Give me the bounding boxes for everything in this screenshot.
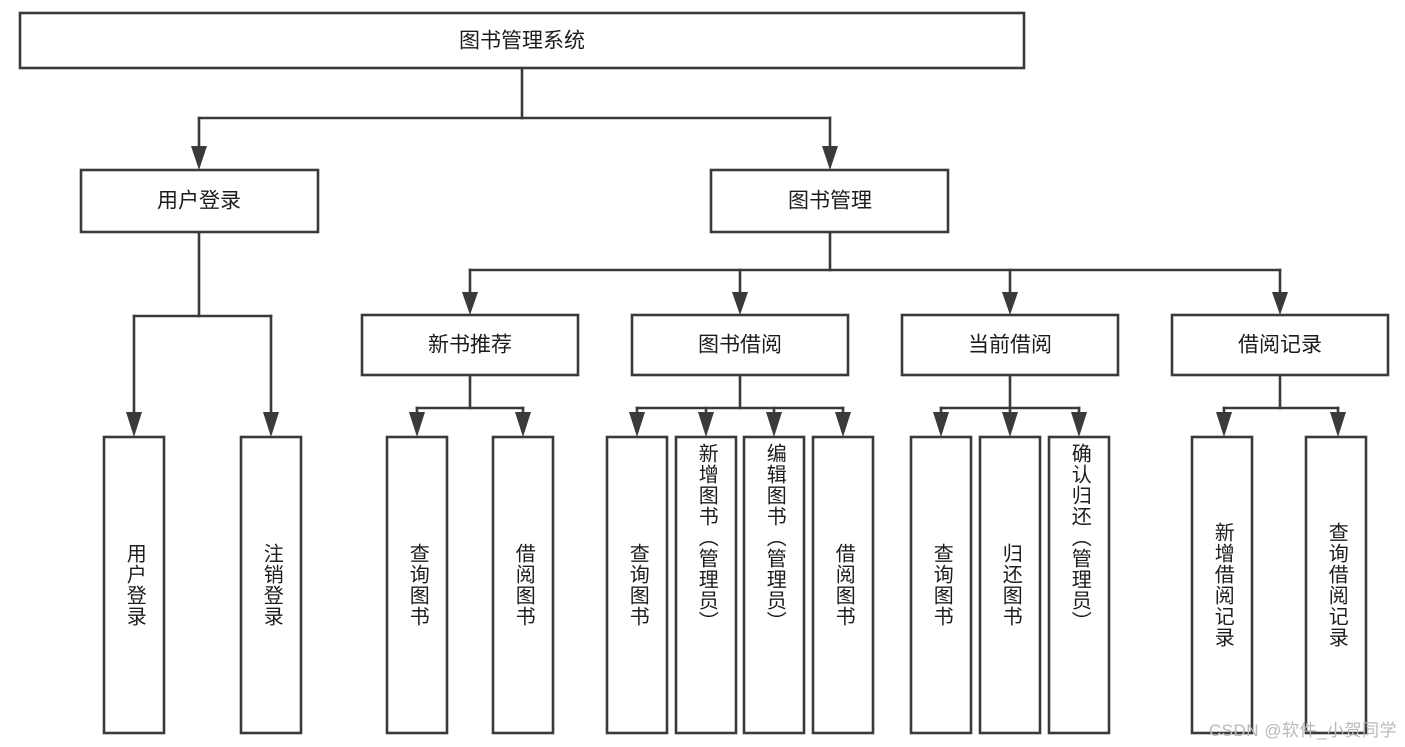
node-book-management[interactable]: 图书管理 bbox=[709, 168, 950, 234]
leaf-rect-query-book-c[interactable] bbox=[909, 435, 973, 735]
arrow-to-book-mgmt bbox=[822, 146, 838, 170]
arrow-to-new-book-rec bbox=[462, 292, 478, 315]
watermark-text: CSDN @软件_小贺同学 bbox=[1208, 721, 1397, 740]
node-root-label: 图书管理系统 bbox=[459, 30, 585, 53]
node-borrow-record-label: 借阅记录 bbox=[1238, 334, 1322, 357]
arrow-to-return-book bbox=[1002, 412, 1018, 437]
leaf-rect-query-book-b[interactable] bbox=[605, 435, 669, 735]
node-book-borrow[interactable]: 图书借阅 bbox=[630, 313, 850, 377]
leaf-rect-edit-book[interactable] bbox=[742, 435, 806, 735]
node-root-rect[interactable] bbox=[18, 11, 1026, 70]
arrow-to-edit-book bbox=[766, 412, 782, 437]
arrow-to-query-borrow-record bbox=[1330, 412, 1346, 437]
leaf-rect-query-borrow-record[interactable] bbox=[1304, 435, 1368, 735]
arrow-to-borrow-book-b bbox=[835, 412, 851, 437]
node-new-book-recommend[interactable]: 新书推荐 bbox=[360, 313, 580, 377]
node-user-login-label: 用户登录 bbox=[157, 190, 241, 213]
node-user-login[interactable]: 用户登录 bbox=[79, 168, 320, 234]
leaf-boxes bbox=[102, 435, 1368, 735]
node-root[interactable]: 图书管理系统 bbox=[18, 11, 1026, 70]
arrow-to-borrow-book-a bbox=[515, 412, 531, 437]
node-book-borrow-rect[interactable] bbox=[630, 313, 850, 377]
leaf-rect-confirm-return[interactable] bbox=[1047, 435, 1111, 735]
node-current-borrow-rect[interactable] bbox=[900, 313, 1120, 377]
node-user-login-rect[interactable] bbox=[79, 168, 320, 234]
node-new-book-recommend-rect[interactable] bbox=[360, 313, 580, 377]
node-current-borrow-label: 当前借阅 bbox=[968, 334, 1052, 357]
leaf-rect-logout[interactable] bbox=[239, 435, 303, 735]
arrow-to-logout-leaf bbox=[263, 412, 279, 437]
connectors bbox=[126, 66, 1346, 437]
leaf-rect-add-borrow-record[interactable] bbox=[1190, 435, 1254, 735]
leaf-rect-add-book[interactable] bbox=[674, 435, 738, 735]
arrow-to-query-book-c bbox=[933, 412, 949, 437]
node-current-borrow[interactable]: 当前借阅 bbox=[900, 313, 1120, 377]
arrow-to-borrow-record bbox=[1272, 292, 1288, 315]
arrow-to-book-borrow bbox=[732, 292, 748, 315]
node-new-book-recommend-label: 新书推荐 bbox=[428, 334, 512, 357]
leaf-rect-return-book[interactable] bbox=[978, 435, 1042, 735]
node-book-borrow-label: 图书借阅 bbox=[698, 334, 782, 357]
arrow-to-current-borrow bbox=[1002, 292, 1018, 315]
leaf-rect-user-login[interactable] bbox=[102, 435, 166, 735]
node-borrow-record-rect[interactable] bbox=[1170, 313, 1390, 377]
arrow-to-confirm-return bbox=[1071, 412, 1087, 437]
leaf-rect-borrow-book-b[interactable] bbox=[811, 435, 875, 735]
leaf-rect-borrow-book-a[interactable] bbox=[491, 435, 555, 735]
arrow-to-add-book bbox=[698, 412, 714, 437]
node-borrow-record[interactable]: 借阅记录 bbox=[1170, 313, 1390, 377]
node-book-management-label: 图书管理 bbox=[788, 190, 872, 213]
arrow-to-add-borrow-record bbox=[1216, 412, 1232, 437]
node-book-management-rect[interactable] bbox=[709, 168, 950, 234]
arrow-to-query-book-b bbox=[629, 412, 645, 437]
leaf-rect-query-book-a[interactable] bbox=[385, 435, 449, 735]
arrow-to-user-login bbox=[191, 146, 207, 170]
arrow-to-user-login-leaf bbox=[126, 412, 142, 437]
arrow-to-query-book-a bbox=[409, 412, 425, 437]
